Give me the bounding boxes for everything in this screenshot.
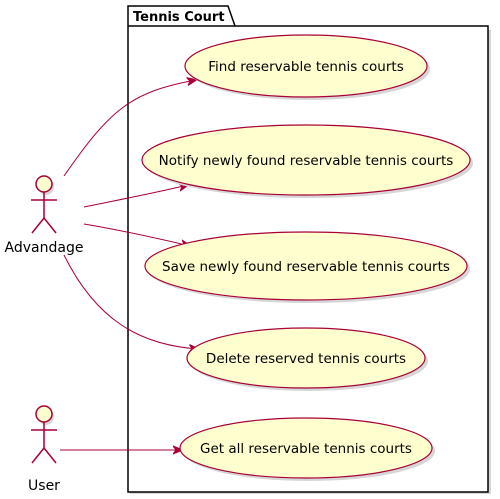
use-case-save[interactable]: Save newly found reservable tennis court… [144,231,470,303]
use-case-label: Find reservable tennis courts [208,59,403,75]
use-case-ellipse [179,417,433,479]
associations [60,80,198,450]
actor-label: User [28,478,60,494]
association-advandage-save [83,223,190,246]
association-advandage-delete [63,254,198,349]
package-title: Tennis Court [133,10,225,25]
use-case-label: Delete reserved tennis courts [206,351,406,367]
association-advandage-find [63,80,196,177]
actor-right-leg [43,447,57,464]
use-case-ellipse [184,34,428,98]
actor-left-leg [31,447,45,464]
use-case-ellipse [144,231,468,301]
use-case-label: Get all reservable tennis courts [200,441,412,457]
use-case-ellipse [141,124,471,196]
stick-figure-icon [31,405,57,464]
actor-head [35,175,53,193]
use-case-ellipse [186,327,426,389]
actor-advandage[interactable]: Advandage [5,175,84,256]
use-case-getall[interactable]: Get all reservable tennis courts [179,417,435,481]
use-case-notify[interactable]: Notify newly found reservable tennis cou… [141,124,473,198]
actor-head [35,405,53,423]
use-case-delete[interactable]: Delete reserved tennis courts [186,327,428,391]
association-advandage-notify [83,185,188,208]
use-case-label: Notify newly found reservable tennis cou… [159,153,454,169]
actor-right-leg [43,217,57,234]
use-case-find[interactable]: Find reservable tennis courts [184,34,430,100]
use-case-label: Save newly found reservable tennis court… [162,259,450,275]
actor-left-leg [31,217,45,234]
stick-figure-icon [31,175,57,234]
actor-label: Advandage [5,240,84,256]
actor-user[interactable]: User [28,405,60,494]
